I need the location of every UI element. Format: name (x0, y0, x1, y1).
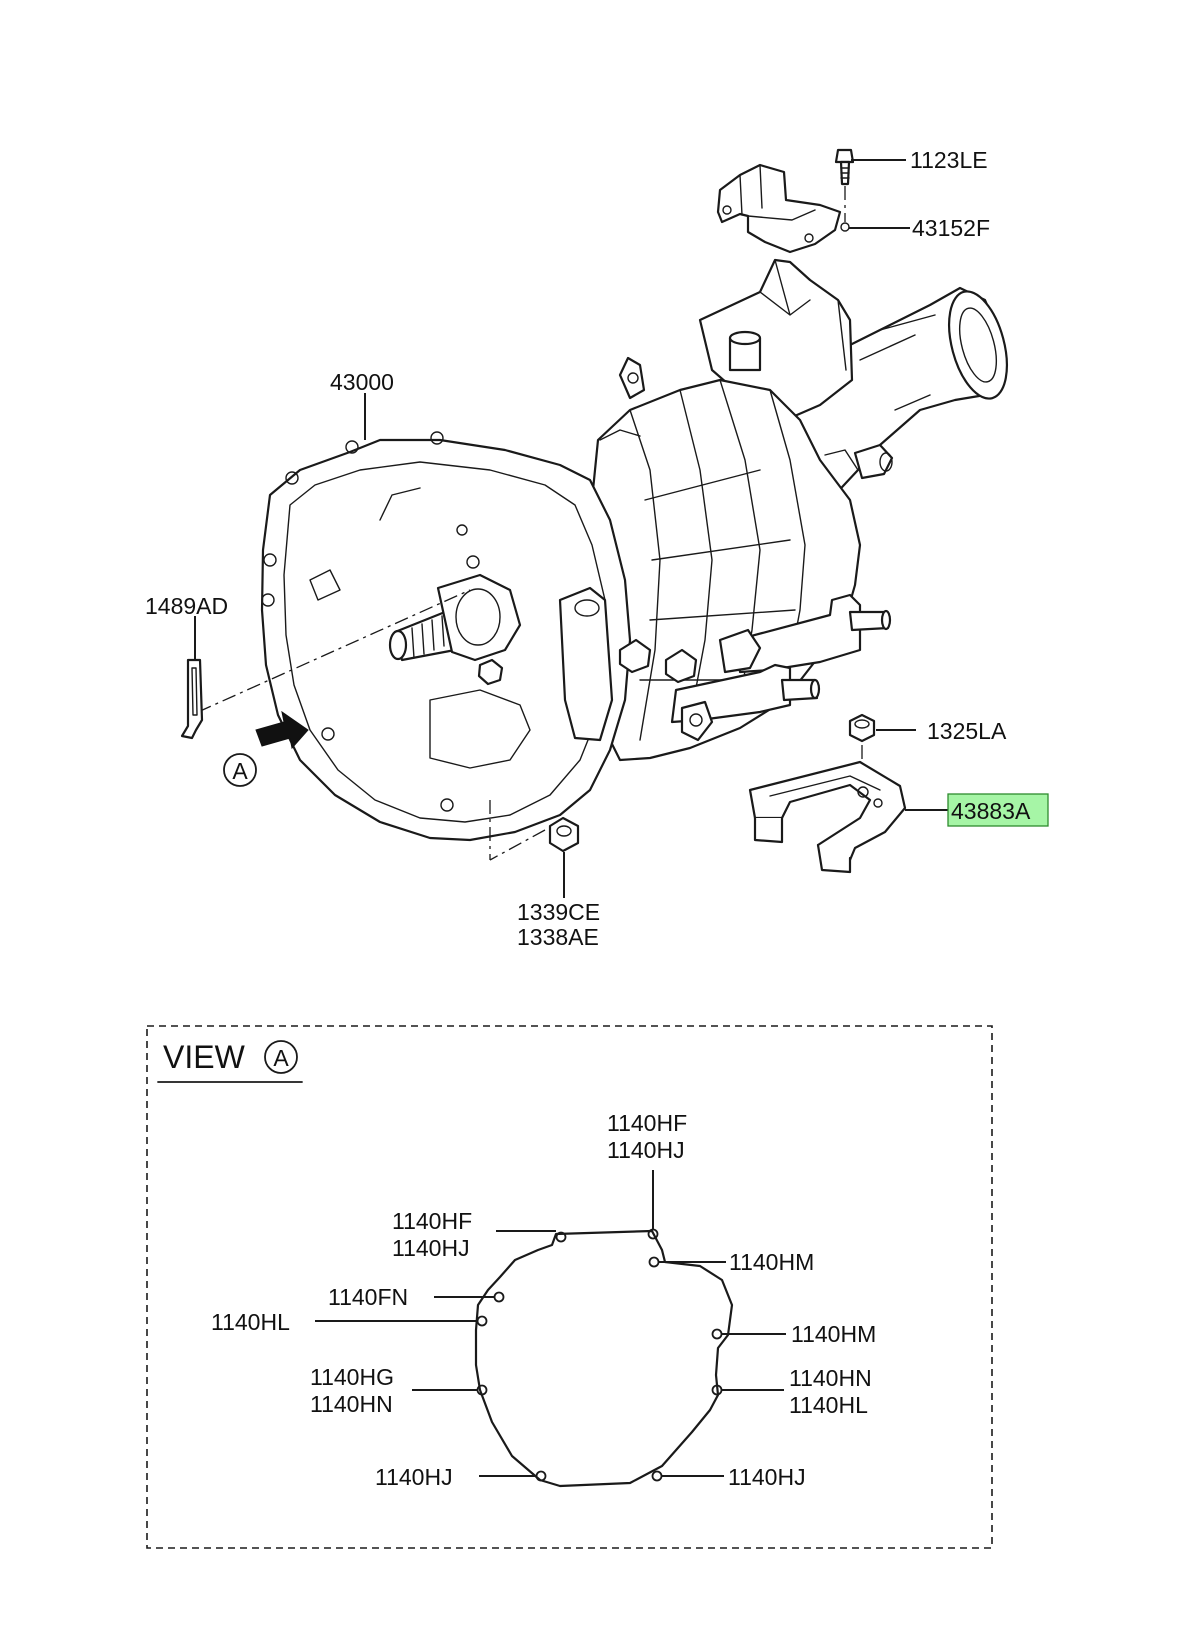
label-1140hn-left: 1140HN (310, 1391, 393, 1417)
label-1325la: 1325LA (927, 718, 1007, 744)
part-highlight (947, 793, 1049, 827)
label-43883a: 43883A (951, 798, 1031, 824)
label-1338ae: 1338AE (517, 924, 599, 950)
nut-1325la (848, 713, 916, 785)
view-a-title-marker: A (273, 1045, 289, 1071)
label-1140hn-right: 1140HN (789, 1365, 872, 1391)
label-43152f: 43152F (912, 215, 990, 241)
label-1140hj-bottom-right: 1140HJ (728, 1464, 806, 1490)
label-1140hf-top: 1140HF (607, 1110, 687, 1136)
label-43000: 43000 (330, 369, 394, 395)
label-1140hj-left: 1140HJ (392, 1235, 470, 1261)
transmission-43000 (260, 258, 1008, 842)
label-1140hg: 1140HG (310, 1364, 394, 1390)
view-a-arrow (223, 710, 309, 787)
view-a-title: VIEW (163, 1039, 246, 1075)
label-1140hj-bottom-left: 1140HJ (375, 1464, 453, 1490)
label-1140hj-top: 1140HJ (607, 1137, 685, 1163)
nut-1339ce (548, 816, 580, 898)
bracket-43152f (716, 163, 842, 254)
clip-1489ad (180, 616, 204, 740)
main-view-labels: 1123LE 43152F 43000 1489AD 1325LA 43883A… (145, 147, 1031, 950)
label-1123le: 1123LE (910, 147, 988, 173)
view-a-panel: VIEW A 1140HF 1140HJ 1140HF 1140HJ 1140H… (146, 1025, 993, 1549)
label-1140hm-mid: 1140HM (791, 1321, 876, 1347)
label-1140fn: 1140FN (328, 1284, 408, 1310)
support-43883a (748, 760, 1049, 874)
label-1489ad: 1489AD (145, 593, 228, 619)
bolt-1123le (834, 148, 855, 232)
label-1140hl-right: 1140HL (789, 1392, 868, 1418)
label-1140hm-upper: 1140HM (729, 1249, 814, 1275)
label-1140hl-left: 1140HL (211, 1309, 290, 1335)
label-1140hf-left: 1140HF (392, 1208, 472, 1234)
bell-housing-outline (474, 1229, 734, 1488)
view-marker-letter: A (232, 758, 248, 784)
label-1339ce: 1339CE (517, 899, 600, 925)
